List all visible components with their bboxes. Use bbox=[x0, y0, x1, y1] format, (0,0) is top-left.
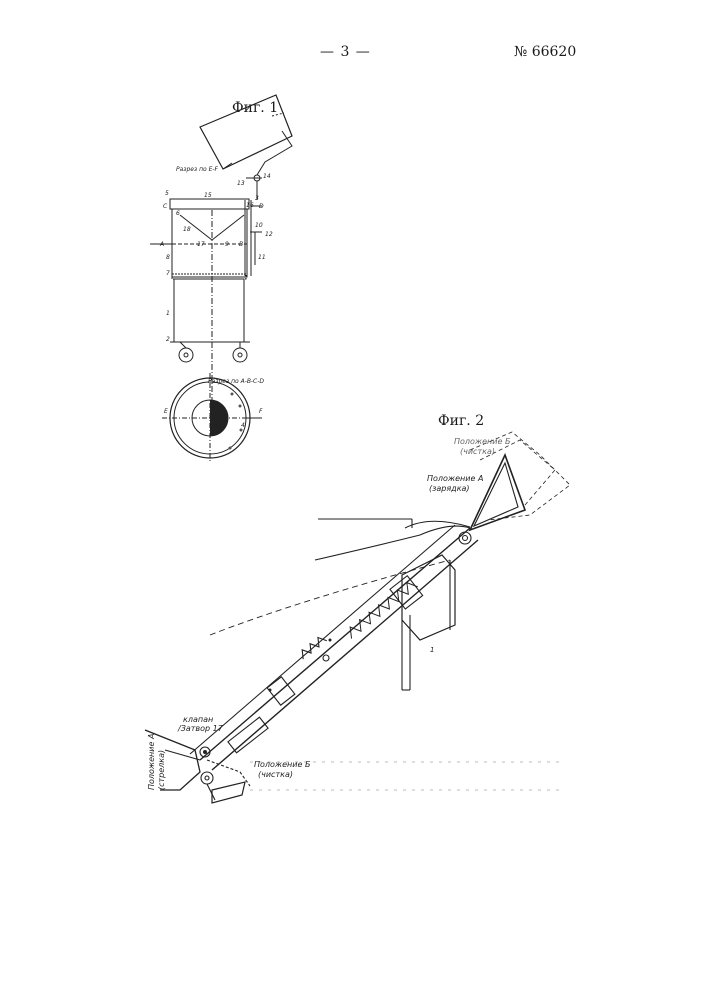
position-b-top-sublabel: (чистка) bbox=[460, 447, 495, 456]
position-b-bottom-sublabel: (чистка) bbox=[258, 770, 293, 779]
valve-sublabel: /Затвор 17 bbox=[178, 724, 223, 733]
position-b-bottom-label: Положение Б bbox=[254, 760, 310, 769]
position-b-top-label: Положение Б bbox=[454, 437, 510, 446]
position-a-bottom-label: Положение А bbox=[147, 734, 156, 790]
position-a-top-label: Положение А bbox=[427, 474, 483, 483]
figure-2-part-number-1: 1 bbox=[430, 646, 434, 654]
valve-label: клапан bbox=[183, 715, 213, 724]
position-a-top-sublabel: (зарядка) bbox=[429, 484, 470, 493]
position-a-bottom-sublabel: (стрелка) bbox=[157, 750, 166, 790]
